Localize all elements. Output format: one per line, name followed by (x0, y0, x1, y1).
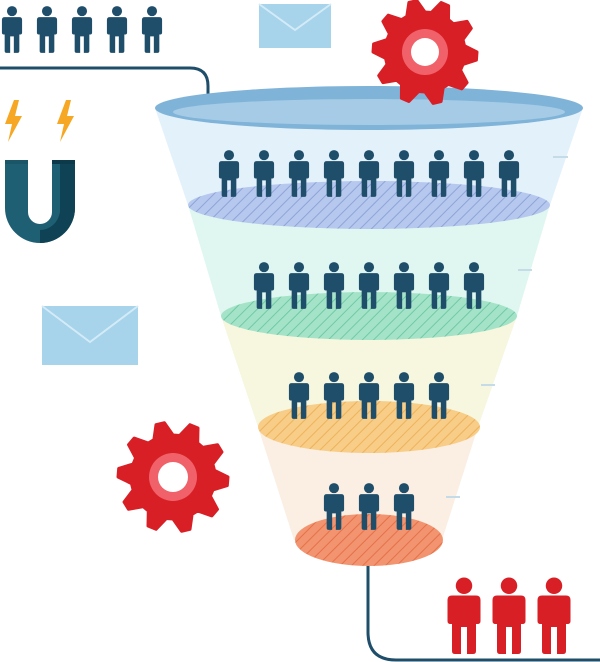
output-connector-line (366, 565, 600, 662)
person-icon (71, 6, 93, 53)
input-connector-line (0, 66, 210, 122)
person-icon (537, 577, 571, 654)
lightning-icon (5, 100, 22, 142)
envelope-icon (258, 3, 332, 48)
stage-disc-4 (295, 514, 443, 566)
person-icon (141, 6, 163, 53)
funnel-top-rim-inner (173, 99, 565, 125)
input-people (1, 6, 163, 53)
funnel-band-2 (188, 205, 550, 316)
stage-disc-2 (221, 292, 517, 340)
gear-icon (371, 0, 479, 105)
person-icon (447, 577, 481, 654)
person-icon (1, 6, 23, 53)
lightning-icon (57, 100, 74, 142)
person-icon (492, 577, 526, 654)
gear-icon (116, 421, 230, 533)
person-icon (36, 6, 58, 53)
output-people (447, 577, 571, 654)
person-icon (106, 6, 128, 53)
stage-disc-1 (188, 181, 550, 229)
stage-disc-3 (258, 401, 480, 453)
envelope-icon (41, 305, 139, 365)
magnet-icon (5, 160, 75, 243)
